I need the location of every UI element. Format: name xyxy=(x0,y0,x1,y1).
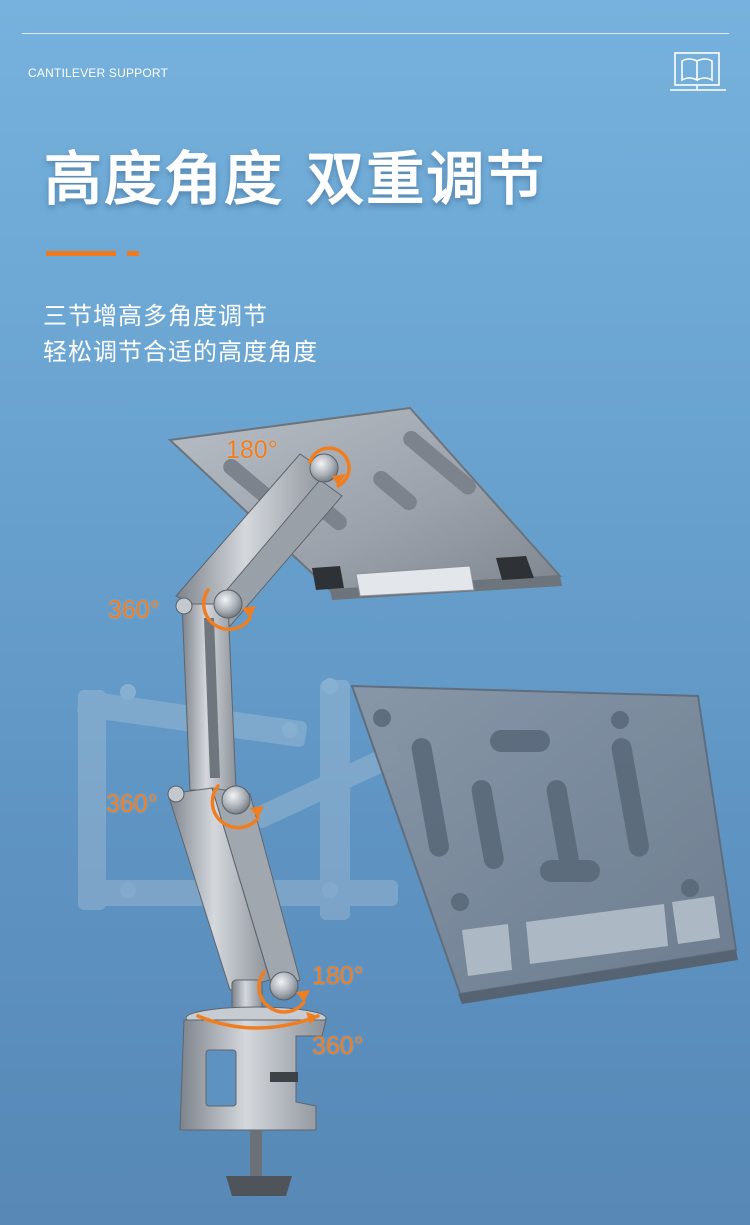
upper-tray xyxy=(167,406,563,600)
book-icon xyxy=(670,52,726,91)
subtitle-line-2: 轻松调节合适的高度角度 xyxy=(43,338,318,366)
angle-label-middle: 360° xyxy=(106,790,158,818)
section-tag: CANTILEVER SUPPORT xyxy=(28,66,169,80)
accent-dot xyxy=(127,251,139,256)
subtitle-line-1: 三节增高多角度调节 xyxy=(43,302,268,330)
top-divider xyxy=(22,33,729,34)
arrow-heads xyxy=(242,474,346,1024)
desk-clamp xyxy=(179,1006,327,1196)
support-arm xyxy=(167,453,343,1011)
angle-label-base: 360° xyxy=(312,1032,364,1060)
lower-tray xyxy=(350,684,738,1004)
page-title: 高度角度 双重调节 xyxy=(44,145,547,213)
rotation-arrows xyxy=(196,446,351,1030)
angle-label-upper: 360° xyxy=(108,596,160,624)
product-illustration xyxy=(77,406,738,1196)
angle-label-lower: 180° xyxy=(312,962,364,990)
accent-bar xyxy=(46,251,116,256)
angle-label-top: 180° xyxy=(226,436,278,464)
